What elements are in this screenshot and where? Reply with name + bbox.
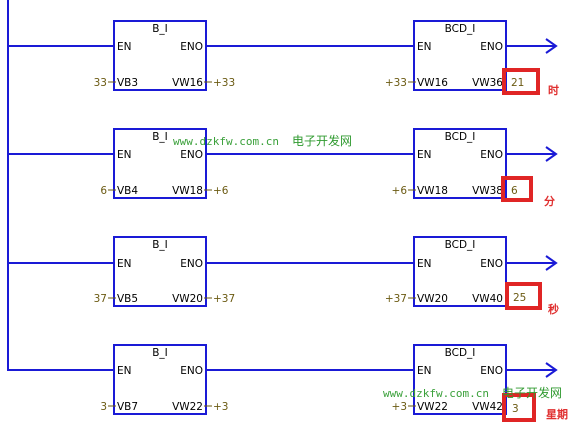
b-i-box[interactable] (113, 236, 207, 307)
b-i-input: VB7 (117, 401, 138, 413)
bcd-i-input-value: +3 (392, 401, 407, 413)
result-highlight (505, 282, 542, 310)
bcd-i-title: BCD_I (445, 23, 476, 35)
bcd-i-output: VW40 (472, 293, 503, 305)
b-i-input-value: 3 (100, 401, 107, 413)
b-i-input-value: 6 (100, 185, 107, 197)
bcd-i-input-value: +6 (392, 185, 408, 197)
unit-label: 星期 (546, 407, 568, 421)
watermark-2: www.dzkfw.com.cn 电子开发网 (383, 385, 562, 400)
result-value: 3 (512, 403, 519, 415)
b-i-title: B_I (152, 347, 168, 359)
b-i-output-value: +6 (213, 185, 229, 197)
b-i-en: EN (117, 41, 132, 53)
bcd-i-title: BCD_I (445, 347, 476, 359)
b-i-input-value: 37 (94, 293, 107, 305)
unit-label: 秒 (548, 302, 559, 316)
bcd-i-box[interactable] (413, 128, 507, 199)
unit-label: 分 (544, 194, 555, 208)
b-i-eno: ENO (180, 149, 203, 161)
bcd-i-en: EN (417, 258, 432, 270)
b-i-output-value: +37 (213, 293, 235, 305)
result-value: 25 (513, 292, 526, 304)
result-highlight (501, 176, 533, 202)
bcd-i-input: VW18 (417, 185, 448, 197)
bcd-i-title: BCD_I (445, 131, 476, 143)
bcd-i-eno: ENO (480, 258, 503, 270)
bcd-i-output: VW38 (472, 185, 503, 197)
bcd-i-input-value: +33 (385, 77, 407, 89)
unit-label: 时 (548, 83, 559, 97)
b-i-output: VW20 (172, 293, 203, 305)
bcd-i-box[interactable] (413, 20, 507, 91)
result-highlight (502, 393, 536, 422)
result-highlight (502, 68, 540, 95)
bcd-i-input: VW22 (417, 401, 448, 413)
b-i-en: EN (117, 258, 132, 270)
watermark-name: 电子开发网 (502, 385, 562, 400)
bcd-i-input: VW16 (417, 77, 448, 89)
result-value: 6 (511, 185, 518, 197)
bcd-i-input-value: +37 (385, 293, 407, 305)
b-i-title: B_I (152, 239, 168, 251)
coil-arrow-icon (545, 362, 558, 378)
b-i-title: B_I (152, 131, 168, 143)
watermark-1: www.dzkfw.com.cn 电子开发网 (173, 133, 352, 148)
b-i-title: B_I (152, 23, 168, 35)
bcd-i-eno: ENO (480, 149, 503, 161)
b-i-input: VB4 (117, 185, 138, 197)
bcd-i-eno: ENO (480, 41, 503, 53)
bcd-i-eno: ENO (480, 365, 503, 377)
b-i-output: VW16 (172, 77, 203, 89)
watermark-url: www.dzkfw.com.cn (383, 387, 489, 400)
coil-arrow-icon (545, 38, 558, 54)
bcd-i-en: EN (417, 41, 432, 53)
bcd-i-box[interactable] (413, 236, 507, 307)
b-i-output: VW22 (172, 401, 203, 413)
result-value: 21 (511, 77, 524, 89)
rung-3[interactable]: B_I EN ENO 37 VB5 VW20 +37 BCD_I EN ENO … (8, 236, 559, 316)
b-i-en: EN (117, 149, 132, 161)
rung-2[interactable]: B_I EN ENO 6 VB4 VW18 +6 BCD_I EN ENO +6… (8, 128, 558, 208)
b-i-output-value: +3 (213, 401, 228, 413)
bcd-i-en: EN (417, 365, 432, 377)
b-i-input-value: 33 (94, 77, 107, 89)
bcd-i-title: BCD_I (445, 239, 476, 251)
bcd-i-output: VW42 (472, 401, 503, 413)
bcd-i-output: VW36 (472, 77, 503, 89)
b-i-input: VB5 (117, 293, 138, 305)
b-i-output-value: +33 (213, 77, 235, 89)
bcd-i-en: EN (417, 149, 432, 161)
b-i-box[interactable] (113, 344, 207, 415)
b-i-output: VW18 (172, 185, 203, 197)
b-i-box[interactable] (113, 128, 207, 199)
b-i-eno: ENO (180, 365, 203, 377)
bcd-i-box[interactable] (413, 344, 507, 415)
rung-4[interactable]: B_I EN ENO 3 VB7 VW22 +3 BCD_I EN ENO +3… (8, 344, 568, 422)
b-i-eno: ENO (180, 41, 203, 53)
b-i-box[interactable] (113, 20, 207, 91)
b-i-eno: ENO (180, 258, 203, 270)
b-i-input: VB3 (117, 77, 138, 89)
coil-arrow-icon (545, 255, 558, 271)
watermark-url: www.dzkfw.com.cn (173, 135, 279, 148)
bcd-i-input: VW20 (417, 293, 448, 305)
watermark-name: 电子开发网 (292, 133, 352, 148)
b-i-en: EN (117, 365, 132, 377)
coil-arrow-icon (545, 146, 558, 162)
rung-1[interactable]: B_I EN ENO 33 VB3 VW16 +33 BCD_I EN ENO … (8, 20, 559, 97)
